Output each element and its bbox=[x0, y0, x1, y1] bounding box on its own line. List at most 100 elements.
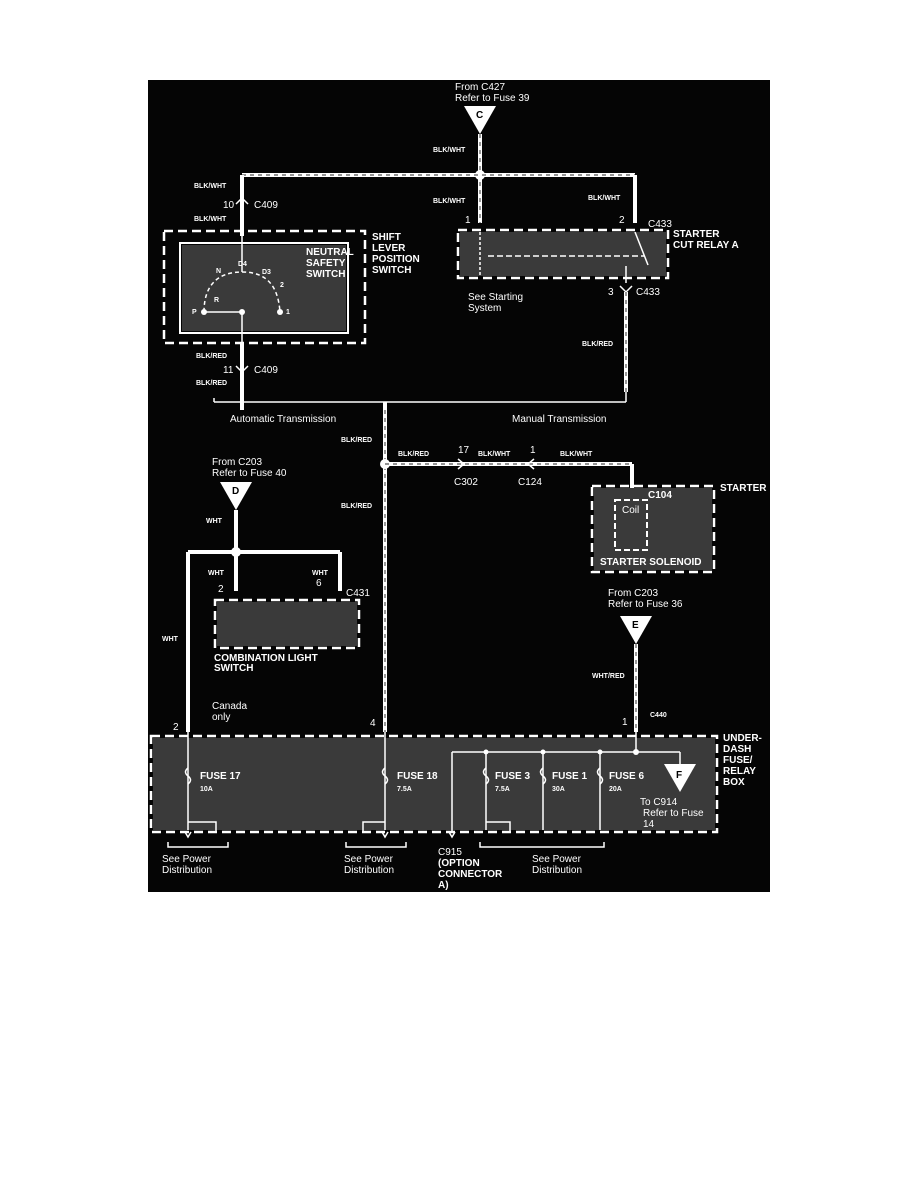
wire-label-blkwht-2: BLK/WHT bbox=[433, 198, 466, 205]
relay-connector-bottom: C433 bbox=[636, 287, 660, 298]
fuse-18-icon bbox=[381, 767, 389, 785]
c409-pin-10: 10 bbox=[223, 200, 235, 211]
see-power-1-a: See Power bbox=[162, 854, 212, 865]
starter-box bbox=[590, 484, 716, 574]
c915-desc-3: A) bbox=[438, 880, 449, 891]
shift-title-4: SWITCH bbox=[372, 265, 411, 276]
relay-note-1: See Starting bbox=[468, 292, 523, 303]
see-power-2-a: See Power bbox=[344, 854, 394, 865]
coil-label: Coil bbox=[622, 505, 639, 516]
fuse-17-icon bbox=[184, 767, 192, 785]
relay-pin-3: 3 bbox=[608, 287, 614, 298]
combo-pin-6: 6 bbox=[316, 578, 322, 589]
combo-title-2: SWITCH bbox=[214, 663, 253, 674]
relay-pin-1: 1 bbox=[465, 215, 471, 226]
source-e-refer: Refer to Fuse 36 bbox=[608, 599, 683, 610]
c302-label: C302 bbox=[454, 477, 478, 488]
switch-pos-n: N bbox=[216, 268, 221, 275]
see-power-3-b: Distribution bbox=[532, 865, 582, 876]
starter-solenoid-label: STARTER SOLENOID bbox=[600, 557, 701, 568]
c431-label: C431 bbox=[346, 588, 370, 599]
relay-title-1: STARTER bbox=[673, 229, 720, 240]
fuse-3-icon bbox=[482, 767, 490, 785]
wire-label-blkwht-3: BLK/WHT bbox=[588, 195, 621, 202]
fusebox-pin-4: 4 bbox=[370, 718, 376, 729]
c124-label: C124 bbox=[518, 477, 542, 488]
wire-label-wht-3: WHT bbox=[208, 570, 225, 577]
c915-desc-2: CONNECTOR bbox=[438, 869, 503, 880]
c124-connector bbox=[526, 458, 535, 470]
refer-fuse-14-b: 14 bbox=[643, 819, 655, 830]
wire-label-blkred-6: BLK/RED bbox=[398, 451, 429, 458]
wire-label-blkwht-1: BLK/WHT bbox=[433, 147, 466, 154]
switch-pos-1: 1 bbox=[286, 309, 290, 316]
fuse-1-label: FUSE 1 bbox=[552, 771, 587, 782]
relay-note-2: System bbox=[468, 303, 501, 314]
c302-connector bbox=[457, 458, 466, 470]
nss-title-3: SWITCH bbox=[306, 269, 345, 280]
neutral-safety-switch-box bbox=[179, 242, 349, 334]
fuse-18-label: FUSE 18 bbox=[397, 771, 438, 782]
source-e-from: From C203 bbox=[608, 588, 658, 599]
source-c-from: From C427 bbox=[455, 82, 505, 93]
c104-label: C104 bbox=[648, 490, 672, 501]
fuse-3-label: FUSE 3 bbox=[495, 771, 530, 782]
c409-connector-top bbox=[235, 196, 249, 205]
fuse-17-amp: 10A bbox=[200, 786, 213, 793]
switch-pos-2: 2 bbox=[280, 282, 284, 289]
fuse-18-amp: 7.5A bbox=[397, 786, 412, 793]
fuse-1-amp: 30A bbox=[552, 786, 565, 793]
c915-label: C915 bbox=[438, 847, 462, 858]
source-d-letter: D bbox=[232, 486, 239, 497]
source-d-from: From C203 bbox=[212, 457, 262, 468]
source-c-letter: C bbox=[476, 110, 483, 121]
fusebox-title-2: DASH bbox=[723, 744, 751, 755]
wire-label-blkred-2: BLK/RED bbox=[196, 380, 227, 387]
relay-pin-2: 2 bbox=[619, 215, 625, 226]
canada-1: Canada bbox=[212, 701, 247, 712]
wiring-diagram-svg: From C427 Refer to Fuse 39 C BLK/WHT BLK… bbox=[149, 82, 767, 891]
wiring-diagram: From C427 Refer to Fuse 39 C BLK/WHT BLK… bbox=[148, 80, 770, 892]
canada-2: only bbox=[212, 712, 230, 723]
relay-connector-top: C433 bbox=[648, 219, 672, 230]
see-power-2-bracket bbox=[345, 842, 407, 848]
see-power-1-bracket bbox=[167, 842, 229, 848]
c409-label-top: C409 bbox=[254, 200, 278, 211]
fusebox-title-1: UNDER- bbox=[723, 733, 762, 744]
wire-label-wht-1: WHT bbox=[206, 518, 223, 525]
nss-title-1: NEUTRAL bbox=[306, 247, 354, 258]
fusebox-title-4: RELAY bbox=[723, 766, 756, 777]
shift-title-1: SHIFT bbox=[372, 232, 401, 243]
wire-label-wht-2: WHT bbox=[162, 636, 179, 643]
combo-pin-2: 2 bbox=[218, 584, 224, 595]
c409-pin-11: 11 bbox=[223, 365, 234, 376]
source-d-triangle bbox=[220, 482, 252, 510]
wire-label-blkred-4: BLK/RED bbox=[341, 437, 372, 444]
wire-label-blkwht-4: BLK/WHT bbox=[194, 183, 227, 190]
source-c-triangle bbox=[464, 106, 496, 134]
wire-label-whtred: WHT/RED bbox=[592, 673, 625, 680]
manual-transmission-label: Manual Transmission bbox=[512, 414, 606, 425]
fuse-3-amp: 7.5A bbox=[495, 786, 510, 793]
source-e-letter: E bbox=[632, 620, 639, 631]
fusebox-pin-2: 2 bbox=[173, 722, 179, 733]
switch-pos-d3: D3 bbox=[262, 269, 271, 276]
source-f-letter: F bbox=[676, 770, 682, 781]
fuse-6-label: FUSE 6 bbox=[609, 771, 644, 782]
c409-label-bottom: C409 bbox=[254, 365, 278, 376]
to-c914: To C914 bbox=[640, 797, 678, 808]
starter-cut-relay-box bbox=[456, 228, 670, 280]
fusebox-title-3: FUSE/ bbox=[723, 755, 753, 766]
c124-pin-1: 1 bbox=[530, 445, 536, 456]
wire-label-blkwht-7: BLK/WHT bbox=[560, 451, 593, 458]
switch-pos-r: R bbox=[214, 297, 219, 304]
relay-title-2: CUT RELAY A bbox=[673, 240, 739, 251]
shift-lever-switch-box bbox=[162, 229, 367, 345]
source-f-triangle bbox=[664, 764, 696, 792]
source-e-triangle bbox=[620, 616, 652, 644]
fuse-6-amp: 20A bbox=[609, 786, 622, 793]
combination-light-switch-box bbox=[213, 598, 361, 650]
switch-pos-d4: D4 bbox=[238, 261, 247, 268]
fuse-6-icon bbox=[596, 767, 604, 785]
fuse-relay-box bbox=[149, 734, 719, 834]
